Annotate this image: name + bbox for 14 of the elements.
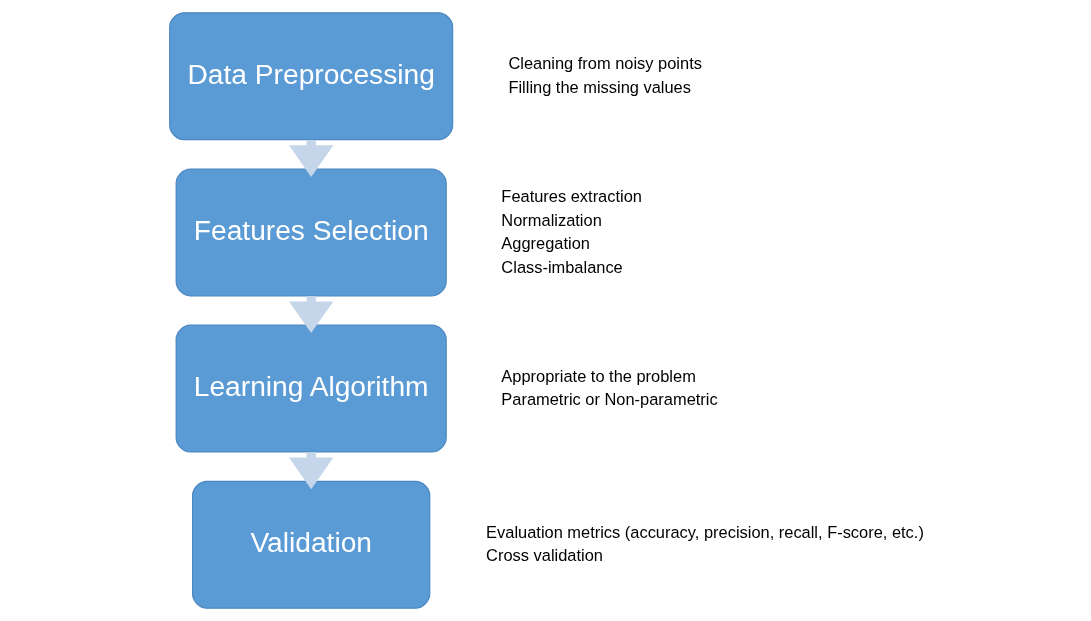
node-label: Aggregation (500, 234, 590, 253)
node-label: Normalization (500, 210, 602, 229)
node-box: Features Selection (175, 168, 447, 297)
node-label: Appropriate to the problem (500, 366, 696, 385)
node-label: Filling the missing values (507, 77, 691, 96)
node-box: Data Preprocessing (168, 12, 453, 141)
node-label: Evaluation metrics (accuracy, precision, recall, F-score, etc.) (485, 522, 924, 541)
node-label: Parametric or Non-parametric (500, 390, 718, 409)
node-label: Features extraction (500, 187, 642, 206)
node-label: Class-imbalance (500, 257, 623, 276)
node-label: Cross validation (485, 546, 603, 565)
node-label: Cleaning from noisy points (507, 54, 702, 73)
node-box: Learning Algorithm (175, 324, 447, 453)
node-box: Validation (191, 480, 430, 609)
